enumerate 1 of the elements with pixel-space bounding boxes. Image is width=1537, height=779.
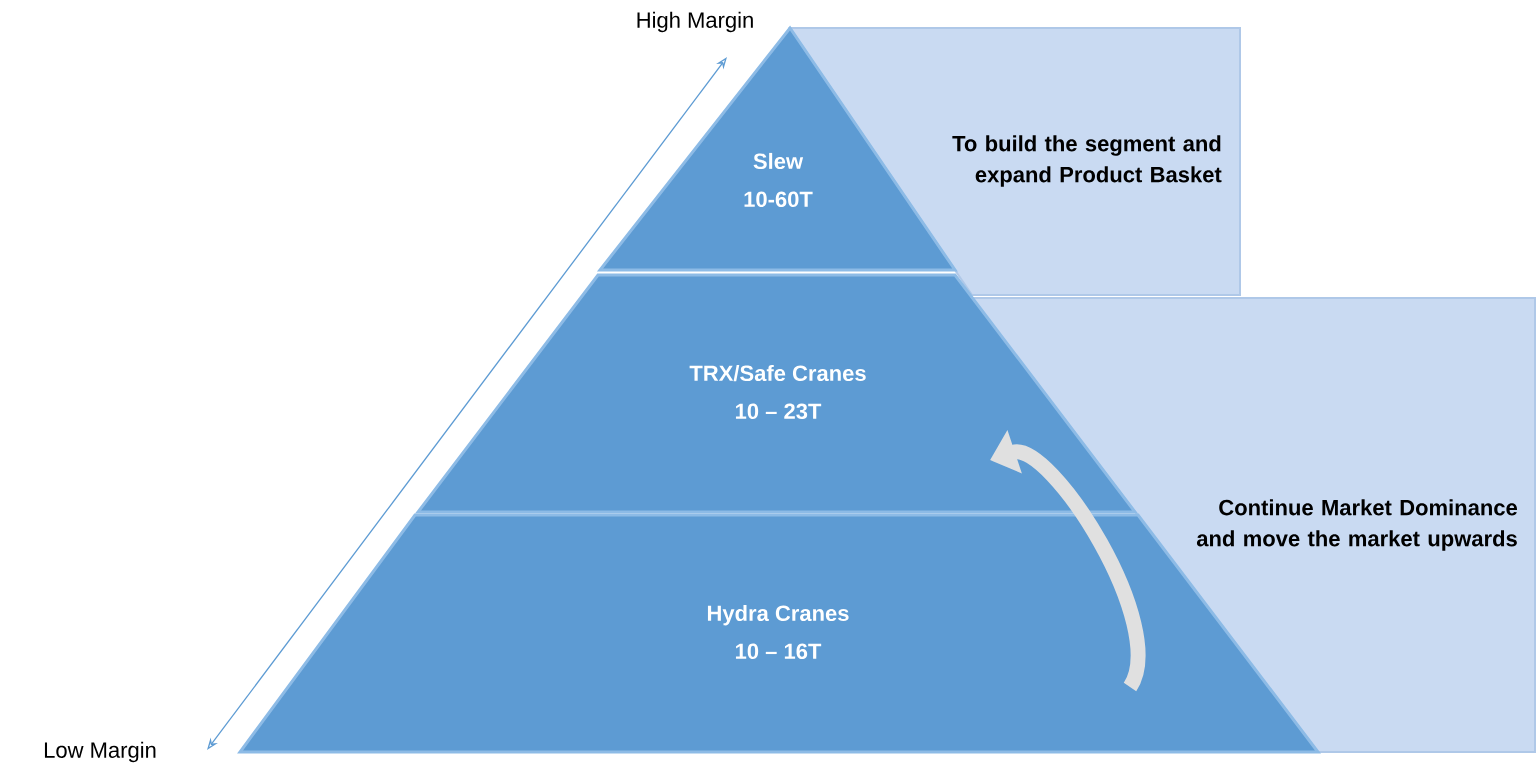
axis-label: Low Margin [44, 741, 156, 763]
